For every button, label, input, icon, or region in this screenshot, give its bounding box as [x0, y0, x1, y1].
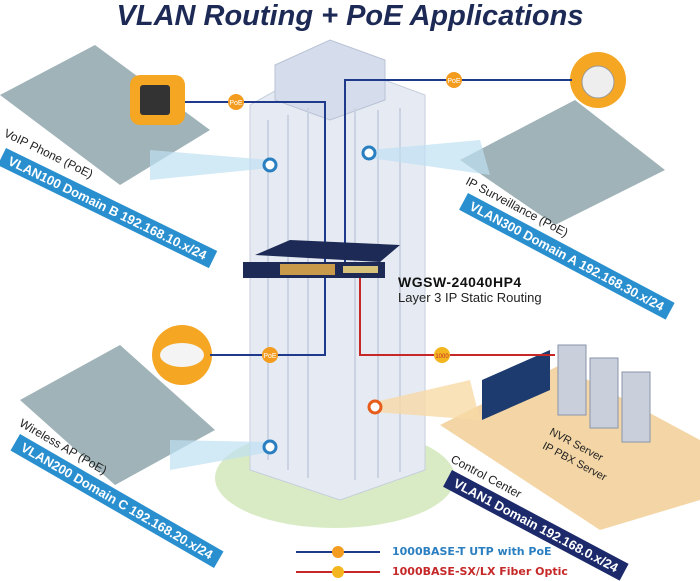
- connection-point: [361, 145, 377, 161]
- light-beam: [150, 150, 270, 180]
- poe-cable-surveillance: [344, 79, 572, 268]
- svg-text:PoE: PoE: [447, 78, 461, 85]
- connection-point: [367, 399, 383, 415]
- connection-point: [262, 439, 278, 455]
- building-top: [274, 39, 386, 121]
- camera-icon: [581, 65, 615, 99]
- poe-badge: PoE: [262, 347, 278, 363]
- office-platform-surveillance: [460, 100, 665, 225]
- fiber-badge: 1000: [434, 347, 450, 363]
- svg-text:PoE: PoE: [229, 100, 243, 107]
- poe-cable-wireless: [210, 278, 326, 356]
- legend-badge-poe: [332, 546, 344, 558]
- light-beam: [375, 380, 480, 420]
- office-platform-voip: [0, 45, 210, 185]
- switch-model: WGSW-24040HP4: [398, 274, 522, 290]
- fiber-cable-control: [359, 278, 555, 356]
- poe-badge: PoE: [446, 72, 462, 88]
- light-beam: [370, 140, 490, 175]
- connection-point: [262, 157, 278, 173]
- access-point-icon: [160, 343, 204, 367]
- legend-label-poe: 1000BASE-T UTP with PoE: [392, 545, 552, 558]
- light-beam: [170, 440, 270, 470]
- svg-text:PoE: PoE: [263, 353, 277, 360]
- legend-badge-fiber: [332, 566, 344, 578]
- switch-description: Layer 3 IP Static Routing: [398, 290, 542, 305]
- switch-device: [243, 240, 400, 278]
- svg-text:1000: 1000: [435, 354, 449, 360]
- office-platform-wireless: [20, 345, 215, 485]
- legend-label-fiber: 1000BASE-SX/LX Fiber Optic: [392, 565, 568, 578]
- diagram-title: VLAN Routing + PoE Applications: [116, 0, 584, 32]
- phone-icon: [140, 85, 170, 115]
- server-racks: [557, 344, 651, 443]
- poe-badge: PoE: [228, 94, 244, 110]
- monitor-wall: [482, 350, 550, 420]
